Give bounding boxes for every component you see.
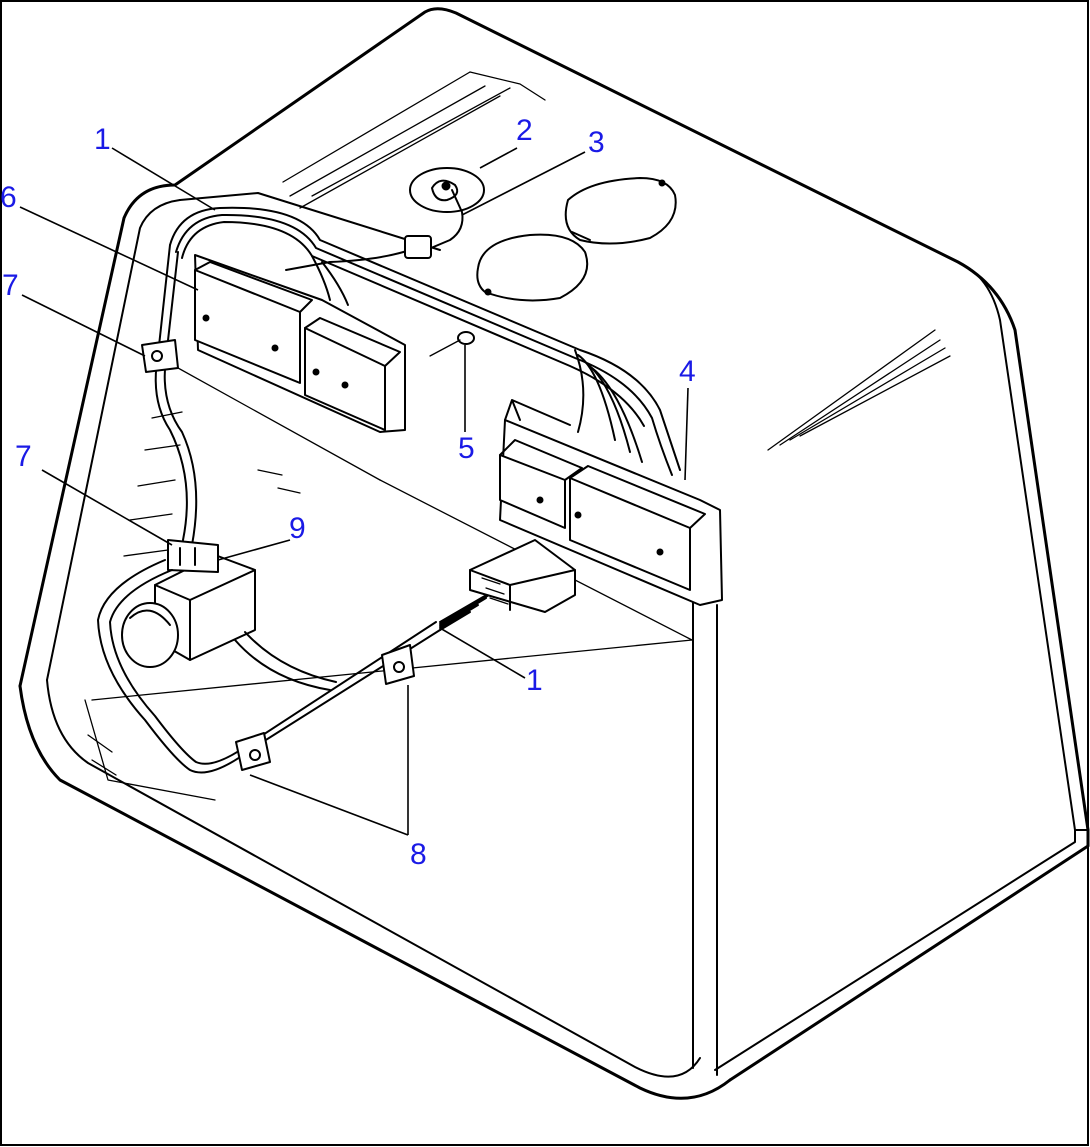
callout-7-bottom: 7 (15, 440, 32, 473)
clamp-lower-pair (235, 644, 415, 771)
plug-connector (469, 539, 576, 613)
callout-7-top: 7 (2, 269, 19, 302)
mounting-bolt (429, 331, 475, 357)
callout-5: 5 (458, 432, 475, 465)
callout-3: 3 (588, 126, 605, 159)
cover-plate-oval (476, 177, 677, 302)
leader-lines (19, 147, 689, 836)
callout-8: 8 (410, 838, 427, 871)
callout-1-top: 1 (94, 123, 111, 156)
callout-9: 9 (289, 512, 306, 545)
callout-labels: 1 2 3 4 5 6 7 7 8 9 1 (0, 114, 696, 871)
relay-unit (121, 539, 256, 668)
switch-connector (329, 189, 464, 263)
cover-plate-round (409, 167, 485, 213)
callout-6: 6 (0, 181, 17, 214)
callout-1-bottom: 1 (526, 664, 543, 697)
controller-right (499, 399, 723, 606)
clamp-upper (141, 339, 179, 373)
harness-upper (154, 206, 681, 546)
callout-2: 2 (516, 114, 533, 147)
callout-4: 4 (679, 355, 696, 388)
cab-housing (18, 7, 1090, 1100)
controller-left (194, 254, 406, 433)
